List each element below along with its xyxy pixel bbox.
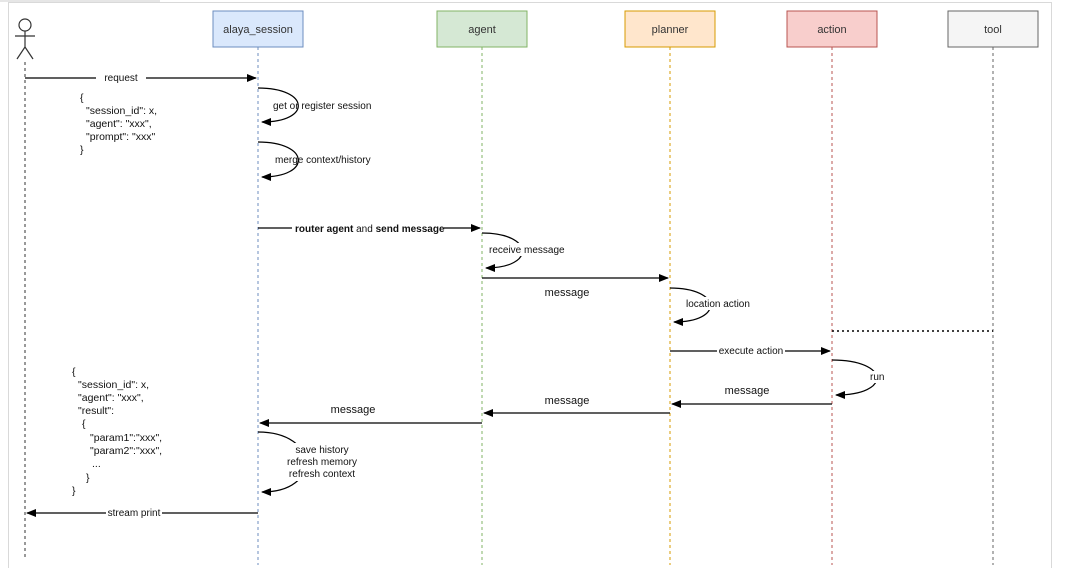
participant-label-tool: tool: [984, 24, 1002, 36]
request-payload-note: { "session_id": x, "agent": "xxx", "prom…: [80, 92, 157, 156]
request-note-line: "session_id": x,: [86, 105, 157, 117]
receive-message-label: receive message: [489, 245, 565, 256]
planner-to-agent-message: message: [483, 395, 670, 417]
agent-to-planner-label: message: [545, 287, 590, 299]
result-note-line: "param2":"xxx",: [90, 445, 162, 457]
toolbar-strip: [0, 0, 160, 2]
action-to-planner-message: message: [671, 385, 832, 408]
result-note-line: }: [86, 472, 90, 484]
participant-label-alaya-session: alaya_session: [223, 24, 293, 36]
merge-context-loop: merge context/history: [257, 141, 371, 181]
user-actor-icon: [15, 18, 35, 60]
get-or-register-session-loop: get or register session: [257, 87, 371, 126]
result-note-line: {: [72, 366, 76, 378]
result-note-line: }: [72, 485, 76, 497]
participant-label-action: action: [817, 24, 846, 36]
result-note-line: "param1":"xxx",: [90, 432, 162, 444]
diagram-canvas: [8, 2, 1052, 568]
save-history-label: save history: [295, 445, 348, 456]
get-or-register-label: get or register session: [273, 101, 371, 112]
participant-alaya-session[interactable]: alaya_session: [212, 10, 304, 48]
planner-to-agent-label: message: [545, 395, 590, 407]
result-note-line: "session_id": x,: [78, 379, 149, 391]
request-note-line: }: [80, 144, 84, 156]
participant-action[interactable]: action: [786, 10, 878, 48]
participant-label-planner: planner: [652, 24, 689, 36]
request-label: request: [104, 73, 138, 84]
location-action-label: location action: [686, 299, 750, 310]
result-note-line: "result":: [78, 405, 114, 417]
request-note-line: {: [80, 92, 84, 104]
participant-label-agent: agent: [468, 24, 496, 36]
execute-action-label: execute action: [719, 346, 784, 357]
agent-to-session-label: message: [331, 404, 376, 416]
result-note-line: "agent": "xxx",: [78, 392, 144, 404]
participant-planner[interactable]: planner: [624, 10, 716, 48]
stream-print-message: stream print: [26, 506, 258, 519]
participant-agent[interactable]: agent: [436, 10, 528, 48]
participant-tool[interactable]: tool: [947, 10, 1039, 48]
merge-context-label: merge context/history: [275, 155, 371, 166]
action-to-planner-label: message: [725, 385, 770, 397]
save-refresh-loop: save history refresh memory refresh cont…: [257, 431, 360, 496]
run-loop: run: [831, 359, 886, 399]
result-note-line: ...: [92, 458, 101, 470]
request-message: request: [25, 71, 257, 84]
agent-to-planner-message: message: [482, 274, 669, 299]
execute-action-message: execute action: [670, 344, 831, 357]
agent-to-session-message: message: [259, 404, 482, 427]
router-message: router agent and send message: [258, 221, 481, 235]
request-note-line: "agent": "xxx",: [86, 118, 152, 130]
stream-print-label: stream print: [108, 508, 161, 519]
router-label: router agent and send message: [295, 224, 445, 235]
receive-message-loop: receive message: [481, 232, 565, 272]
location-action-loop: location action: [669, 287, 750, 326]
refresh-context-label: refresh context: [289, 469, 355, 480]
run-label: run: [870, 372, 884, 383]
request-note-line: "prompt": "xxx": [86, 131, 155, 143]
refresh-memory-label: refresh memory: [287, 457, 357, 468]
result-note-line: {: [82, 418, 86, 430]
result-payload-note: { "session_id": x, "agent": "xxx", "resu…: [72, 366, 162, 497]
